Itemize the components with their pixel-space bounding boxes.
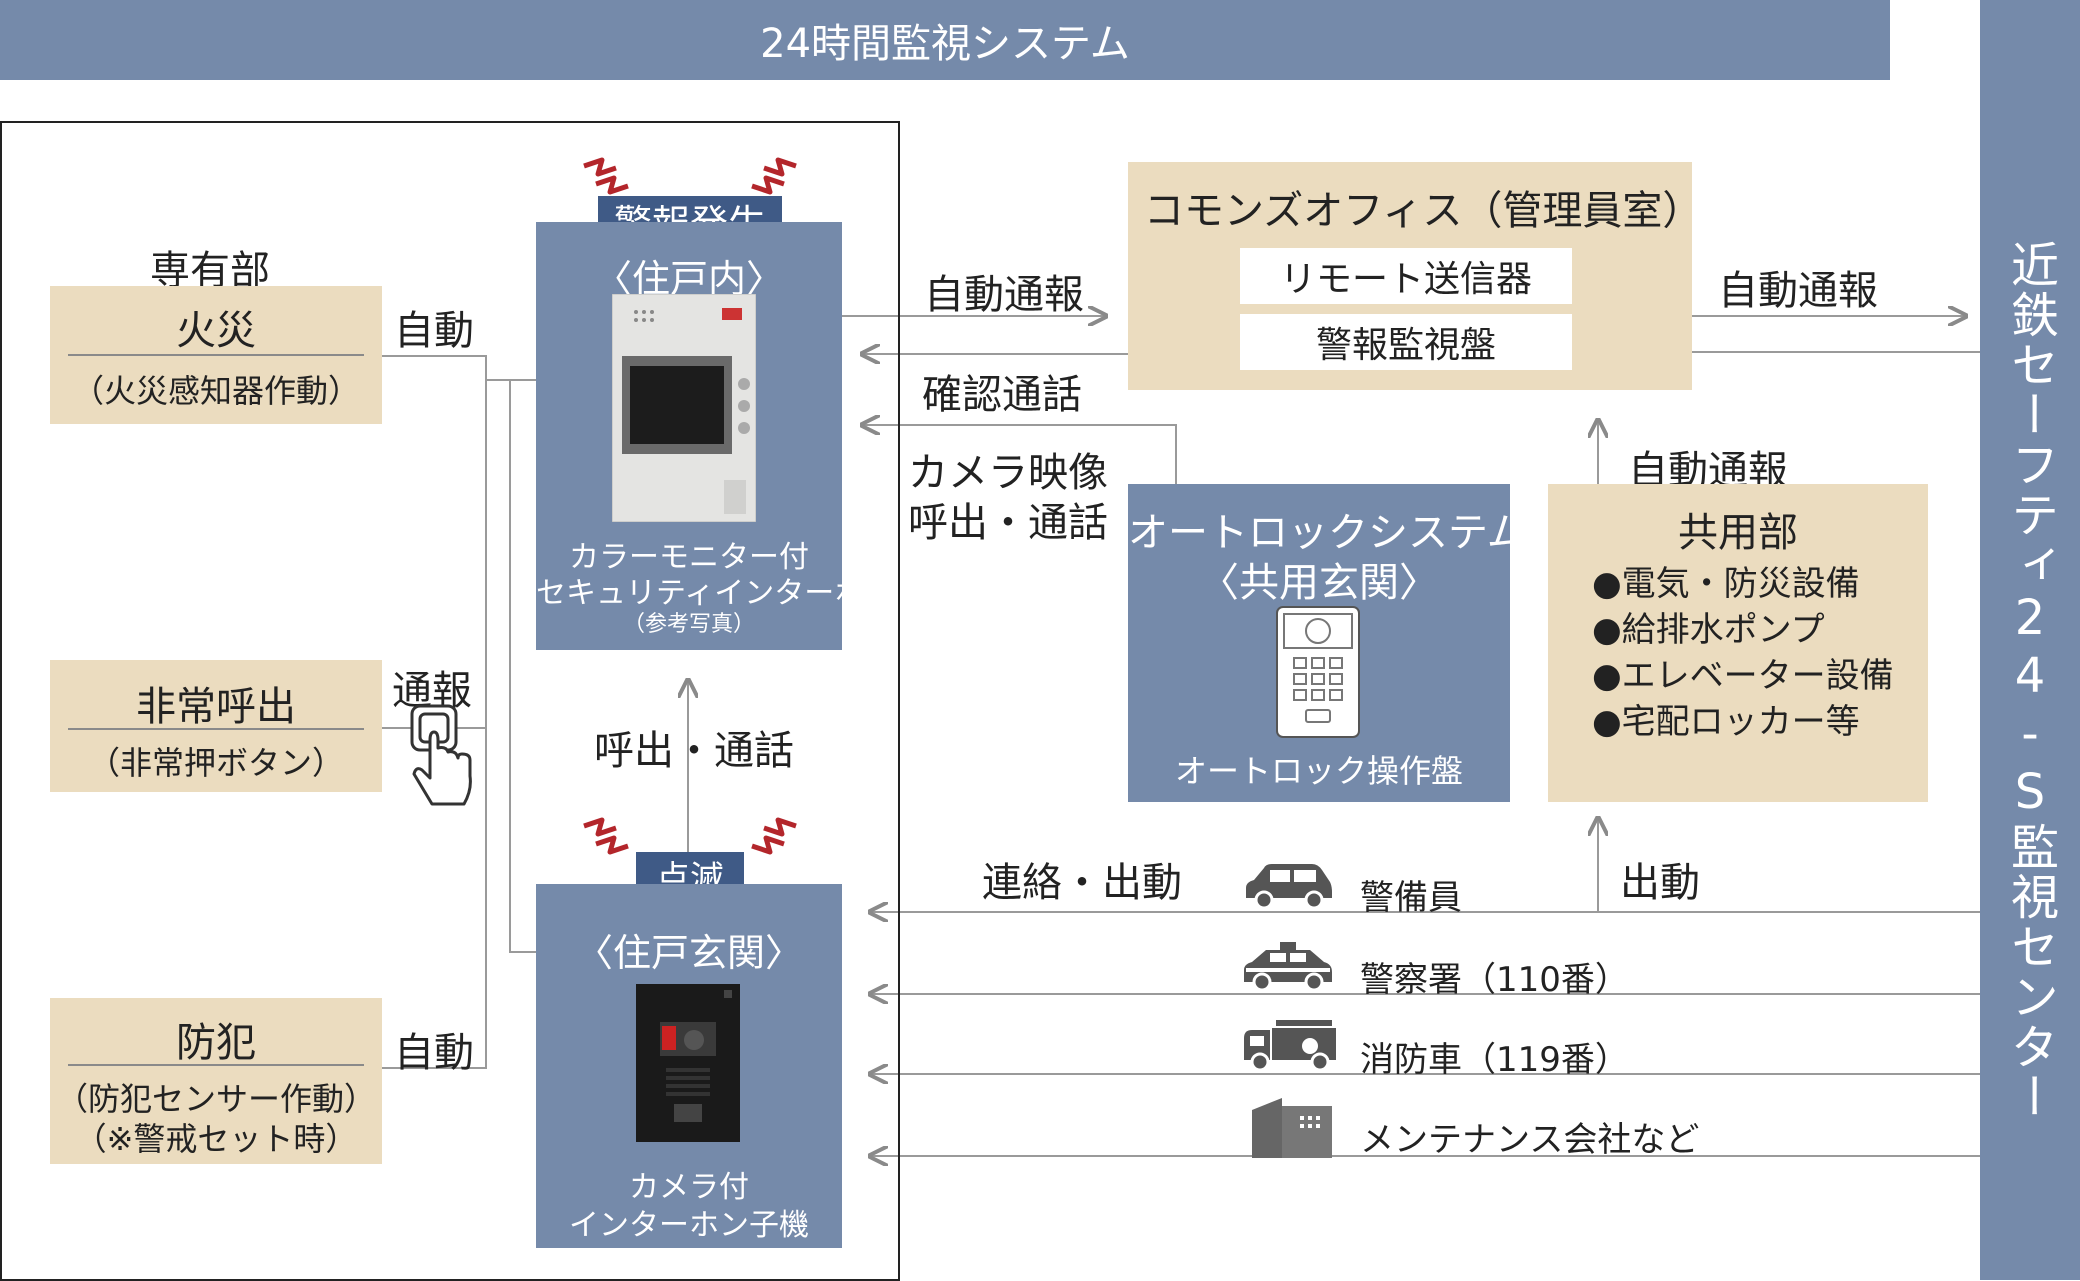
system-title-banner: 24時間監視システム bbox=[0, 0, 1890, 80]
auto-report-label-2: 自動通報 bbox=[1718, 268, 1878, 314]
fire-trigger-label: 自動 bbox=[394, 308, 474, 354]
indoor-caption-line2: セキュリティインターホン bbox=[536, 576, 895, 611]
dispatch-label: 出動 bbox=[1620, 860, 1700, 906]
autolock-location: 〈共用玄関〉 bbox=[1199, 560, 1439, 606]
entrance-location: 〈住戸玄関〉 bbox=[574, 931, 803, 975]
common-area-item: ●宅配ロッカー等 bbox=[1592, 702, 1860, 742]
remote-transmitter-label: リモート送信器 bbox=[1279, 259, 1532, 300]
contact-dispatch-label: 連絡・出動 bbox=[982, 860, 1182, 906]
fire-title: 火災 bbox=[176, 308, 256, 354]
fire-truck-icon bbox=[1244, 1020, 1336, 1072]
indoor-caption-line1: カラーモニター付 bbox=[569, 540, 809, 575]
commons-office-title: コモンズオフィス（管理員室） bbox=[1144, 188, 1703, 234]
police-car-icon bbox=[1244, 942, 1332, 992]
auto-report-label-1: 自動通報 bbox=[924, 272, 1084, 318]
responder-police: 警察署（110番） bbox=[1360, 960, 1629, 1000]
autolock-keypad-icon bbox=[1276, 606, 1360, 738]
autolock-panel: オートロックシステム 〈共用玄関〉 オートロック操作盤 bbox=[1128, 484, 1527, 802]
common-area-item: ●電気・防災設備 bbox=[1592, 564, 1860, 604]
entrance-caption-line2: インターホン子機 bbox=[569, 1208, 809, 1243]
emergency-call-box: 非常呼出 （非常押ボタン） bbox=[50, 660, 382, 792]
alarm-spark-icon bbox=[583, 157, 797, 195]
indoor-monitor-panel: 〈住戸内〉 カラーモニター付 セキュリティインターホン （参考写真） bbox=[536, 222, 895, 650]
door-station-icon bbox=[636, 984, 740, 1142]
call-label: 呼出・通話 bbox=[594, 728, 794, 774]
divider bbox=[68, 354, 364, 356]
common-area-item: ●給排水ポンプ bbox=[1592, 610, 1825, 650]
common-area-item: ●エレベーター設備 bbox=[1592, 656, 1894, 696]
alarm-panel-label: 警報監視盤 bbox=[1315, 325, 1496, 366]
emergency-title: 非常呼出 bbox=[136, 684, 296, 730]
crime-sensor-box: 防犯 （防犯センサー作動） （※警戒セット時） bbox=[50, 998, 382, 1164]
fire-subtitle: （火災感知器作動） bbox=[71, 372, 360, 410]
blink-spark-icon bbox=[583, 817, 797, 855]
responder-guard: 警備員 bbox=[1360, 878, 1462, 918]
crime-subtitle-2: （※警戒セット時） bbox=[74, 1120, 358, 1158]
confirm-call-label: 確認通話 bbox=[922, 372, 1082, 418]
crime-subtitle: （防犯センサー作動） bbox=[55, 1080, 376, 1118]
car-icon bbox=[1246, 864, 1332, 910]
system-title: 24時間監視システム bbox=[760, 21, 1130, 67]
building-icon bbox=[1252, 1098, 1332, 1158]
intercom-monitor-icon bbox=[612, 294, 756, 522]
emergency-subtitle: （非常押ボタン） bbox=[87, 744, 344, 782]
monitoring-center-title: 近鉄セーフティ24-S監視センター bbox=[2002, 240, 2058, 1122]
common-area-title: 共用部 bbox=[1678, 510, 1798, 556]
fire-sensor-box: 火災 （火災感知器作動） bbox=[50, 286, 382, 424]
monitoring-center-column: 近鉄セーフティ24-S監視センター bbox=[1980, 0, 2080, 1280]
divider bbox=[68, 1064, 364, 1066]
alarm-panel-item: 警報監視盤 bbox=[1240, 314, 1572, 370]
divider bbox=[68, 728, 364, 730]
entrance-caption-line1: カメラ付 bbox=[629, 1170, 749, 1205]
crime-trigger-label: 自動 bbox=[394, 1030, 474, 1076]
commons-office-box: コモンズオフィス（管理員室） リモート送信器 警報監視盤 bbox=[1128, 162, 1702, 390]
entrance-intercom-panel: 〈住戸玄関〉 カメラ付 インターホン子機 bbox=[536, 884, 842, 1248]
autolock-title: オートロックシステム bbox=[1128, 510, 1527, 556]
responder-fire: 消防車（119番） bbox=[1360, 1040, 1629, 1080]
common-area-box: 共用部 ●電気・防災設備 ●給排水ポンプ ●エレベーター設備 ●宅配ロッカー等 bbox=[1548, 484, 1928, 802]
indoor-note: （参考写真） bbox=[622, 612, 755, 637]
camera-label-line1: カメラ映像 bbox=[908, 450, 1108, 496]
push-button-icon bbox=[410, 704, 472, 806]
camera-label-line2: 呼出・通話 bbox=[908, 500, 1108, 546]
crime-title: 防犯 bbox=[176, 1020, 256, 1066]
responder-maintenance: メンテナンス会社など bbox=[1360, 1120, 1700, 1160]
autolock-caption: オートロック操作盤 bbox=[1174, 752, 1463, 790]
remote-transmitter-item: リモート送信器 bbox=[1240, 248, 1572, 304]
